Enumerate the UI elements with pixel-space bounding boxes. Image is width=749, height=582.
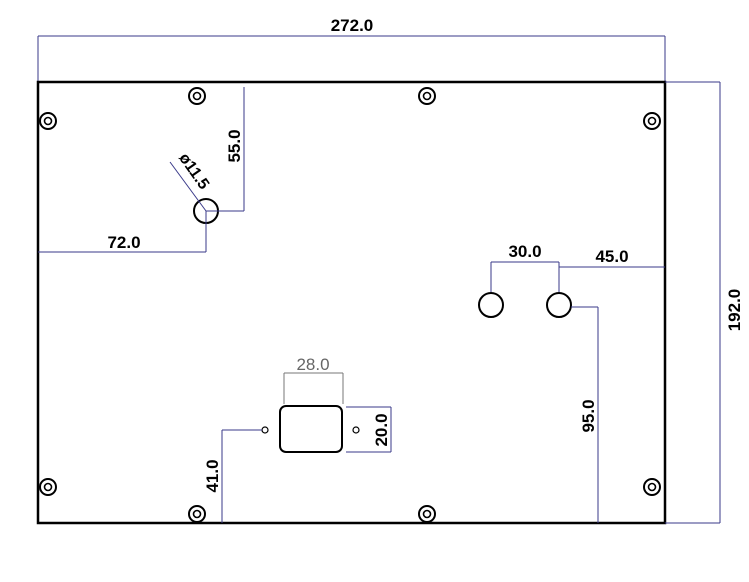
mounting-screws	[39, 87, 661, 523]
cutout-height-label: 20.0	[372, 413, 391, 446]
overall-height-label: 192.0	[725, 289, 744, 332]
screw-icon	[643, 112, 661, 130]
screw-icon	[188, 87, 206, 105]
right-hole-height-label: 95.0	[579, 399, 598, 432]
right-hole-offset-label: 45.0	[595, 247, 628, 266]
screw-icon	[39, 478, 57, 496]
right-hole-right	[546, 292, 572, 318]
cutout-bottom-offset-label: 41.0	[203, 459, 222, 492]
screw-icon	[643, 478, 661, 496]
hole-spacing-label: 30.0	[508, 242, 541, 261]
overall-width-dimension: 272.0	[37, 16, 666, 82]
screw-icon	[188, 505, 206, 523]
overall-width-label: 272.0	[331, 16, 374, 35]
right-holes-group: 30.0 45.0 95.0	[478, 242, 665, 523]
screw-icon	[418, 505, 436, 523]
hole-top-offset-label: 55.0	[225, 129, 244, 162]
screw-icon	[39, 112, 57, 130]
cutout-group: 28.0 20.0 41.0	[203, 355, 392, 523]
pin-hole-left	[261, 426, 269, 434]
right-hole-left	[478, 292, 504, 318]
cutout-width-label: 28.0	[296, 355, 329, 374]
rectangular-cutout	[279, 405, 343, 453]
screw-icon	[418, 87, 436, 105]
pin-hole-right	[352, 426, 360, 434]
overall-height-dimension: 192.0	[665, 81, 744, 524]
hole-left-offset-label: 72.0	[107, 233, 140, 252]
